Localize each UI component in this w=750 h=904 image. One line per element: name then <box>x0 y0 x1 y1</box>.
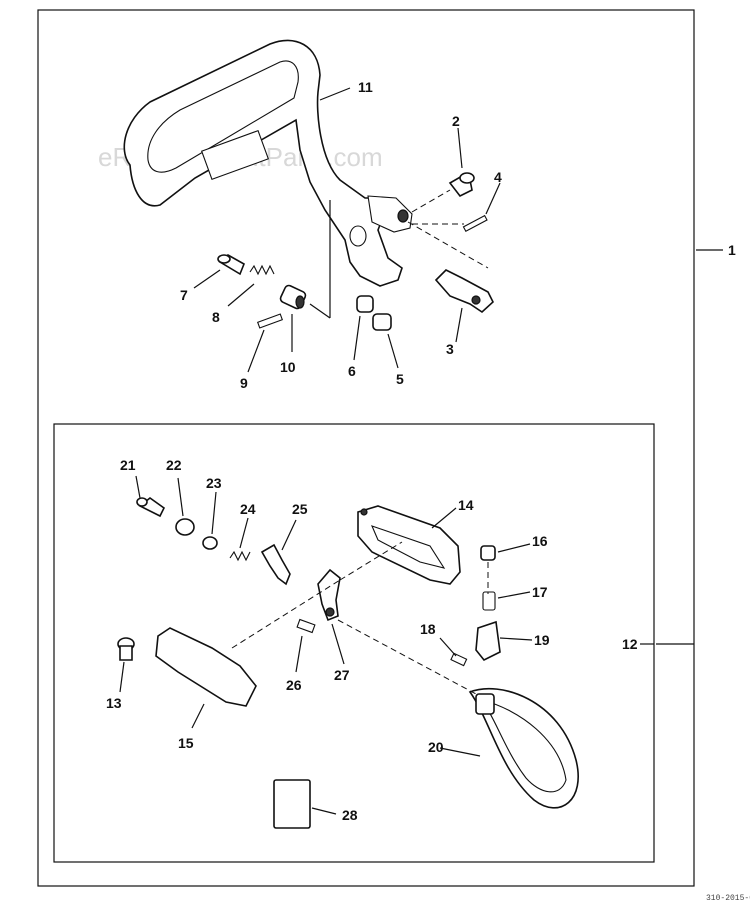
callout-4: 4 <box>494 169 502 185</box>
callout-19: 19 <box>534 632 550 648</box>
callout-22: 22 <box>166 457 182 473</box>
callout-14: 14 <box>458 497 474 513</box>
pin-part-18 <box>450 652 468 667</box>
callout-9: 9 <box>240 375 248 391</box>
bushing-part-5 <box>372 313 392 331</box>
screw-part-13 <box>117 637 135 661</box>
spring-part-24 <box>229 550 251 562</box>
callout-17: 17 <box>532 584 548 600</box>
bushing-part-10 <box>279 284 307 310</box>
nut-part-22 <box>175 518 195 536</box>
spring-part-17 <box>482 591 496 611</box>
bolt-part-7 <box>217 254 246 276</box>
callout-2: 2 <box>452 113 460 129</box>
callout-25: 25 <box>292 501 308 517</box>
callout-12: 12 <box>622 636 638 652</box>
callout-5: 5 <box>396 371 404 387</box>
callout-28: 28 <box>342 807 358 823</box>
callout-7: 7 <box>180 287 188 303</box>
callout-16: 16 <box>532 533 548 549</box>
screw-part-21 <box>136 496 166 518</box>
pin-part-4 <box>462 214 488 233</box>
bracket-part-19 <box>475 620 501 662</box>
nut-part-16 <box>480 545 496 561</box>
footer-code: 310-2015-000 <box>706 894 750 903</box>
callout-26: 26 <box>286 677 302 693</box>
pin-part-9 <box>256 313 284 329</box>
bushing-part-6 <box>356 295 374 313</box>
lever-part-27 <box>317 568 341 622</box>
callout-15: 15 <box>178 735 194 751</box>
callout-10: 10 <box>280 359 296 375</box>
callout-27: 27 <box>334 667 350 683</box>
callout-3: 3 <box>446 341 454 357</box>
lever-part-25 <box>260 543 291 586</box>
pin-part-26 <box>296 618 316 634</box>
washer-part-23 <box>202 536 218 550</box>
screw-part-2 <box>448 172 475 198</box>
callout-24: 24 <box>240 501 256 517</box>
decal-part-28 <box>273 779 311 829</box>
callout-11: 11 <box>358 79 373 95</box>
callout-20: 20 <box>428 739 444 755</box>
outer-frame <box>37 9 695 887</box>
callout-23: 23 <box>206 475 222 491</box>
callout-21: 21 <box>120 457 136 473</box>
callout-8: 8 <box>212 309 220 325</box>
callout-18: 18 <box>420 621 436 637</box>
callout-13: 13 <box>106 695 122 711</box>
inner-frame-brake-assembly <box>53 423 655 863</box>
callout-6: 6 <box>348 363 356 379</box>
hand-guard-part-11 <box>123 39 413 287</box>
callout-1: 1 <box>728 242 736 258</box>
spring-part-8 <box>249 264 275 276</box>
brake-band-part-20 <box>468 687 579 809</box>
brake-housing-part-14 <box>357 505 461 585</box>
lever-part-3 <box>434 269 494 314</box>
cover-part-15 <box>155 627 257 707</box>
